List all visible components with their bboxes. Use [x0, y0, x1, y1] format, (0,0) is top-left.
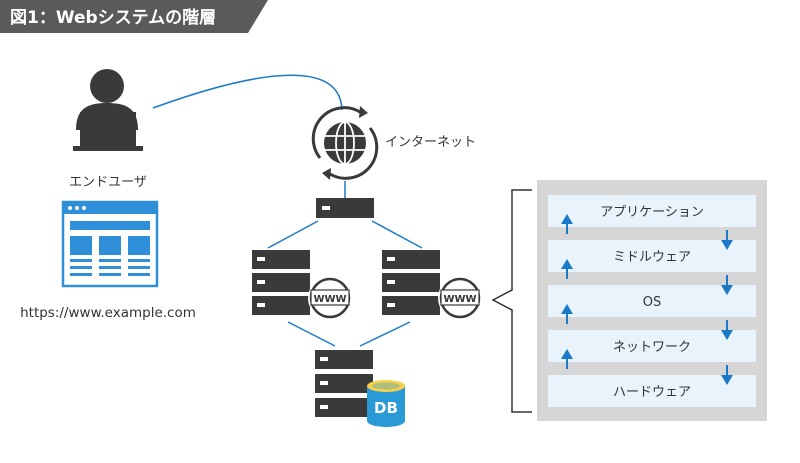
left-db-link	[287, 321, 336, 347]
router-left-link	[267, 220, 319, 249]
end-user-icon	[73, 69, 143, 151]
router-right-link	[371, 220, 423, 249]
layer-box-middleware	[548, 240, 756, 272]
layer-label-hardware: ハードウェア	[613, 385, 691, 400]
router-icon	[316, 198, 374, 218]
arrow-up-2-icon	[561, 259, 573, 279]
title-banner	[0, 0, 268, 33]
www-globe-left-icon	[308, 276, 352, 320]
arrow-up-1-icon	[561, 214, 573, 234]
url-label: https://www.example.com	[20, 305, 196, 321]
www-badge-right: WWW	[443, 294, 476, 305]
browser-window-icon	[61, 200, 159, 288]
arrow-up-3-icon	[561, 304, 573, 324]
internet-globe-icon	[311, 106, 379, 180]
www-badge-left: WWW	[313, 294, 346, 305]
end-user-label: エンドユーザ	[69, 175, 147, 190]
db-badge: DB	[374, 399, 398, 417]
callout-bracket	[491, 189, 532, 413]
layer-box-application	[548, 195, 756, 227]
layer-box-network	[548, 330, 756, 362]
database-cylinder-icon	[367, 380, 405, 427]
layer-label-os: OS	[643, 295, 661, 310]
arrow-up-4-icon	[561, 349, 573, 369]
layer-box-hardware	[548, 375, 756, 407]
internet-label: インターネット	[385, 135, 476, 150]
layer-box-os	[548, 285, 756, 317]
arrow-down-1-icon	[721, 230, 733, 250]
arrow-down-3-icon	[721, 320, 733, 340]
layer-label-middleware: ミドルウェア	[613, 250, 691, 265]
figure-title: 図1：Webシステムの階層	[10, 8, 216, 28]
web-server-right-icon	[382, 250, 440, 315]
layer-label-network: ネットワーク	[613, 340, 691, 355]
user-internet-link	[152, 74, 343, 111]
www-globe-right-icon	[438, 276, 482, 320]
web-server-left-icon	[252, 250, 310, 315]
arrow-down-2-icon	[721, 275, 733, 295]
arrow-down-4-icon	[721, 365, 733, 385]
layer-label-application: アプリケーション	[600, 205, 704, 220]
db-server-icon	[315, 350, 373, 417]
right-db-link	[359, 321, 411, 347]
